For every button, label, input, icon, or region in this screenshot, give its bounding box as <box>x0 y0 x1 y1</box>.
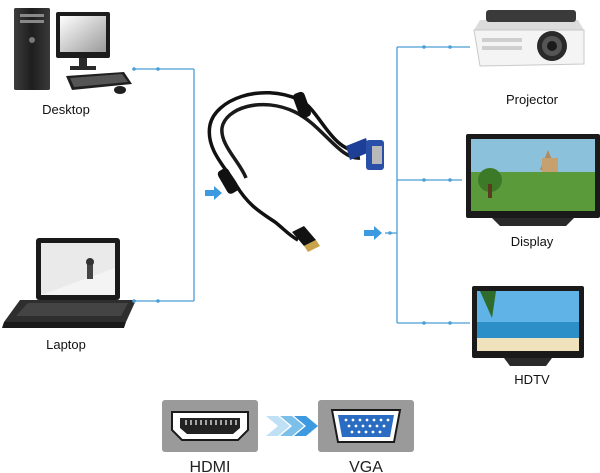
laptop-image <box>2 238 136 328</box>
projector-label: Projector <box>506 92 559 107</box>
output-arrow-icon <box>364 226 382 240</box>
desktop-label: Desktop <box>42 102 90 117</box>
input-arrow-icon <box>205 186 222 200</box>
projector-image <box>473 10 585 67</box>
vga-port-icon <box>318 400 414 452</box>
conversion-chevron-icon <box>266 416 318 436</box>
output-connector-lines <box>385 46 470 324</box>
hdmi-vga-cable <box>207 90 384 252</box>
hdtv-image <box>472 286 584 366</box>
display-label: Display <box>511 234 554 249</box>
output-line-dots <box>388 45 452 325</box>
hdmi-port-icon <box>162 400 258 452</box>
laptop-label: Laptop <box>46 337 86 352</box>
source-line-dots <box>132 67 160 303</box>
hdtv-label: HDTV <box>514 372 550 387</box>
vga-label: VGA <box>349 459 383 473</box>
source-connector-lines <box>134 68 195 302</box>
desktop-image <box>14 8 132 94</box>
display-image <box>466 134 600 226</box>
hdmi-label: HDMI <box>190 459 231 473</box>
